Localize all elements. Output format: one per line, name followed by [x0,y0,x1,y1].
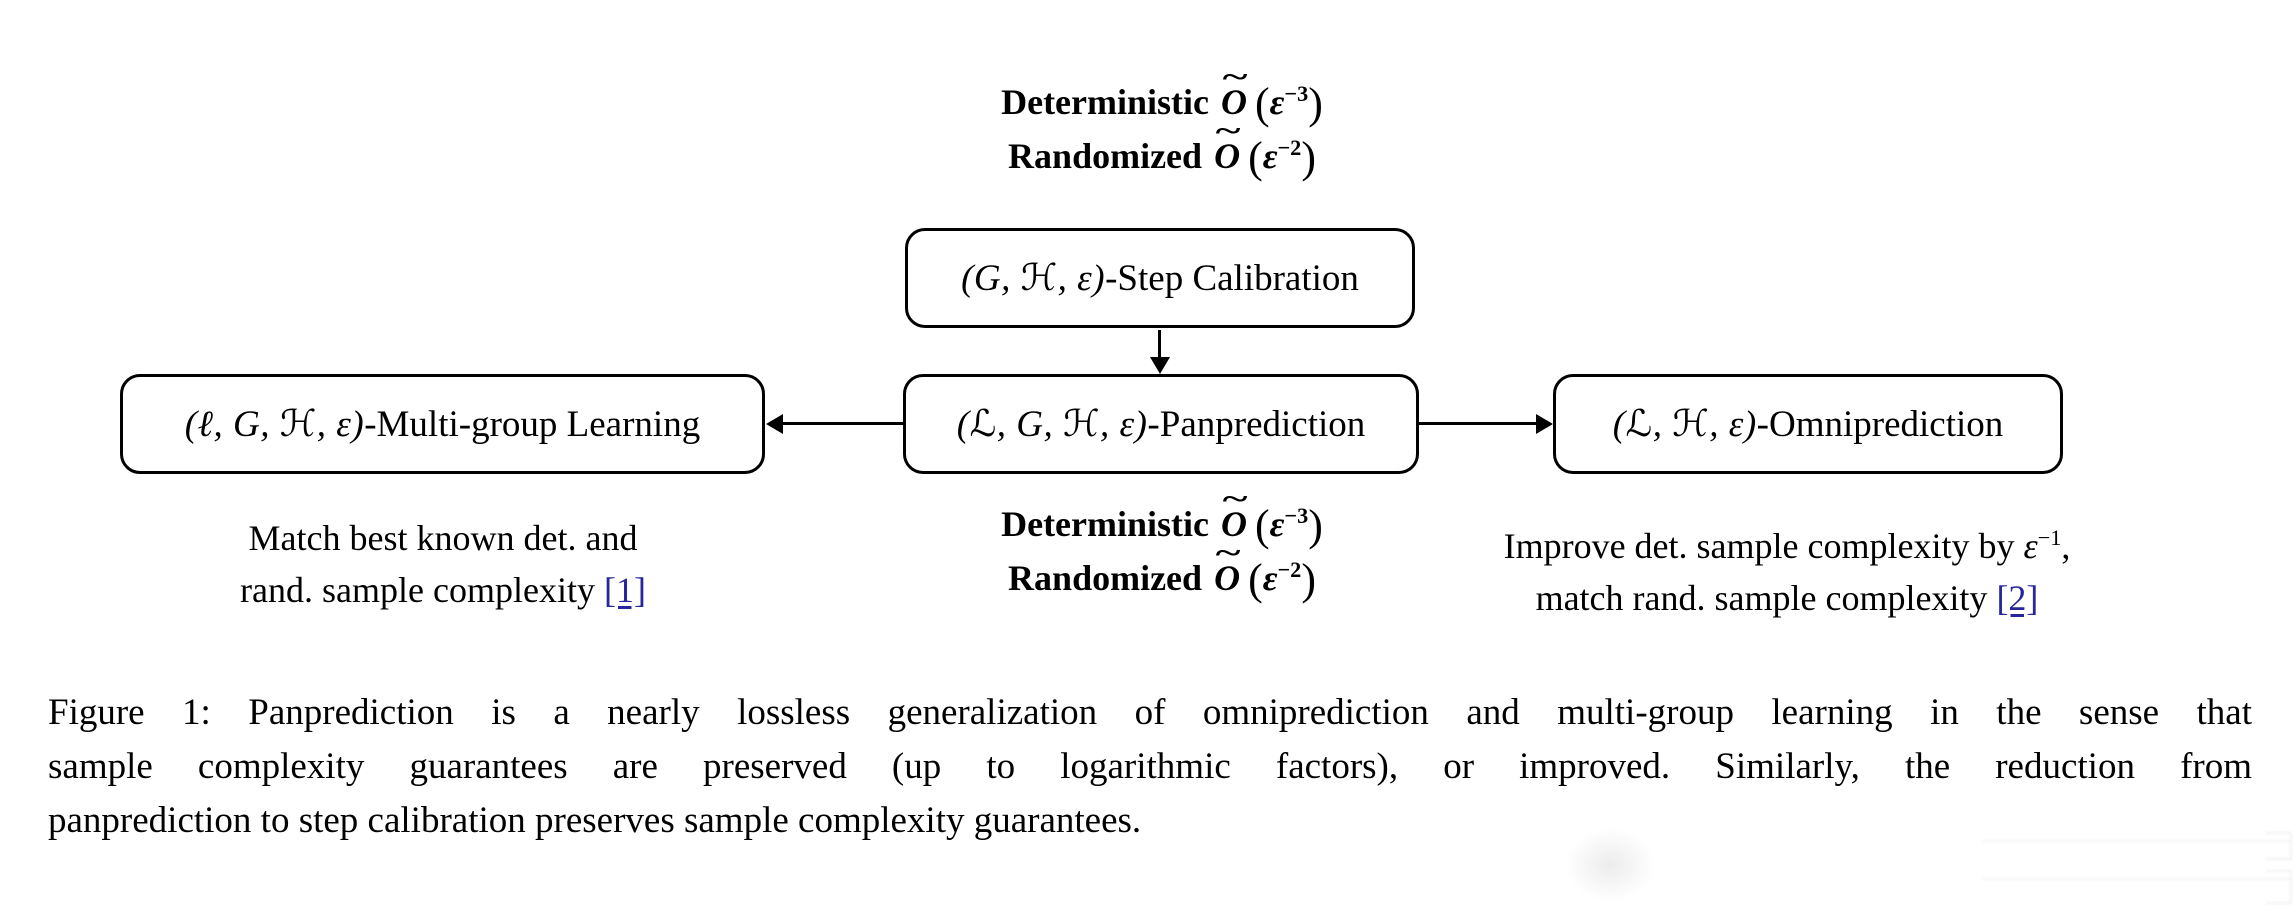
deterministic-complexity-line: Deterministic ~O(ε−3) [852,485,1472,552]
wide-tilde: ~ [1215,537,1241,569]
omniprediction-note: Improve det. sample complexity by ε−1, m… [1417,520,2157,624]
epsilon: ε [1269,504,1285,544]
randomized-label: Randomized [1008,135,1203,176]
box-multigroup-learning: (ℓ, G, ℋ, ε)-Multi-group Learning [120,374,765,474]
watermark-line [1982,840,2292,842]
watermark-line [1982,878,2292,880]
citation-2-link[interactable]: [2] [1996,578,2039,618]
wide-tilde: ~ [1215,115,1241,147]
wide-tilde: ~ [1222,483,1248,515]
omniprediction-note-line1: Improve det. sample complexity by ε−1, [1417,520,2157,572]
multigroup-params: (ℓ, G, ℋ, ε) [184,404,365,445]
arrow-down-head [1149,357,1170,374]
multigroup-note-line2-text: rand. sample complexity [240,570,604,610]
multigroup-name: -Multi-group Learning [364,404,701,445]
o-tilde-symbol: ~O [1221,485,1248,551]
right-paren: ) [1301,132,1316,182]
right-paren: ) [1308,78,1323,128]
citation-1-link[interactable]: [1] [603,570,646,610]
omniprediction-name: -Omniprediction [1756,404,2004,445]
multigroup-note-line1: Match best known det. and [248,518,638,558]
watermark-smudge [1565,828,1655,902]
panprediction-complexity-note: Deterministic~O(ε−3) Randomized~O(ε−2) [852,485,1472,606]
o-tilde-symbol: ~O [1214,539,1241,605]
randomized-label: Randomized [1008,557,1203,598]
left-paren: ( [1255,500,1270,550]
big-o: O [1214,135,1241,176]
multigroup-note: Match best known det. and rand. sample c… [143,512,743,616]
randomized-complexity-line: Randomized ~O(ε−2) [852,539,1472,606]
multigroup-note-line2: rand. sample complexity [1] [143,564,743,616]
omniprediction-params: (ℒ, ℋ, ε) [1612,404,1757,445]
right-paren: ) [1301,554,1316,604]
box-panprediction: (ℒ, G, ℋ, ε)-Panprediction [903,374,1419,474]
left-paren: ( [1248,554,1263,604]
box-omniprediction: (ℒ, ℋ, ε)-Omniprediction [1553,374,2063,474]
exponent: −3 [1284,81,1309,106]
epsilon: ε [1262,557,1278,598]
box-omniprediction-label: (ℒ, ℋ, ε)-Omniprediction [1613,402,2004,446]
step-calibration-complexity-note: Deterministic~O(ε−3) Randomized~O(ε−2) [852,63,1472,184]
watermark-bracket [2266,870,2292,904]
exponent: −1 [2037,525,2062,550]
right-paren: ) [1308,500,1323,550]
box-panprediction-label: (ℒ, G, ℋ, ε)-Panprediction [957,402,1366,446]
figure-caption: Figure 1: Panprediction is a nearly loss… [48,686,2252,848]
caption-line-1: Figure 1: Panprediction is a nearly loss… [48,692,2252,733]
box-multigroup-learning-label: (ℓ, G, ℋ, ε)-Multi-group Learning [185,402,700,446]
big-o: O [1221,82,1248,122]
big-o: O [1214,557,1241,598]
arrow-left-head [766,413,783,434]
panprediction-name: -Panprediction [1147,404,1366,445]
arrow-panprediction-to-omniprediction [1419,413,1553,434]
panprediction-params: (ℒ, G, ℋ, ε) [956,404,1148,445]
caption-line-2: sample complexity guarantees are preserv… [48,746,2252,787]
arrow-panprediction-to-multigroup [766,413,903,434]
deterministic-complexity-line: Deterministic ~O(ε−3) [852,63,1472,130]
epsilon: ε [1262,135,1278,176]
watermark-artifact [1982,824,2292,908]
exponent: −3 [1284,503,1309,528]
arrow-step-to-panprediction [1149,330,1170,374]
left-paren: ( [1255,78,1270,128]
randomized-complexity-line: Randomized ~O(ε−2) [852,117,1472,184]
omniprediction-note-line2-text: match rand. sample complexity [1535,578,1997,618]
deterministic-label: Deterministic [1001,504,1210,544]
exponent: −2 [1277,134,1302,160]
step-calibration-params: (G, ℋ, ε) [961,258,1106,299]
left-paren: ( [1248,132,1263,182]
o-tilde-symbol: ~O [1221,63,1248,129]
watermark-bracket [2266,832,2292,860]
o-tilde-symbol: ~O [1214,117,1241,183]
epsilon: ε [1269,82,1285,122]
omniprediction-note-line2: match rand. sample complexity [2] [1417,572,2157,624]
deterministic-label: Deterministic [1001,82,1210,122]
step-calibration-name: -Step Calibration [1105,258,1359,299]
big-o: O [1221,504,1248,544]
box-step-calibration-label: (G, ℋ, ε)-Step Calibration [961,256,1359,300]
caption-line-3: panprediction to step calibration preser… [48,800,1142,841]
wide-tilde: ~ [1222,61,1248,93]
exponent: −2 [1277,556,1302,582]
omniprediction-note-line1-comma: , [2061,526,2071,566]
arrow-right-head [1536,413,1553,434]
omniprediction-note-line1-text: Improve det. sample complexity by [1503,526,2024,566]
box-step-calibration: (G, ℋ, ε)-Step Calibration [905,228,1415,328]
epsilon: ε [2023,526,2038,566]
